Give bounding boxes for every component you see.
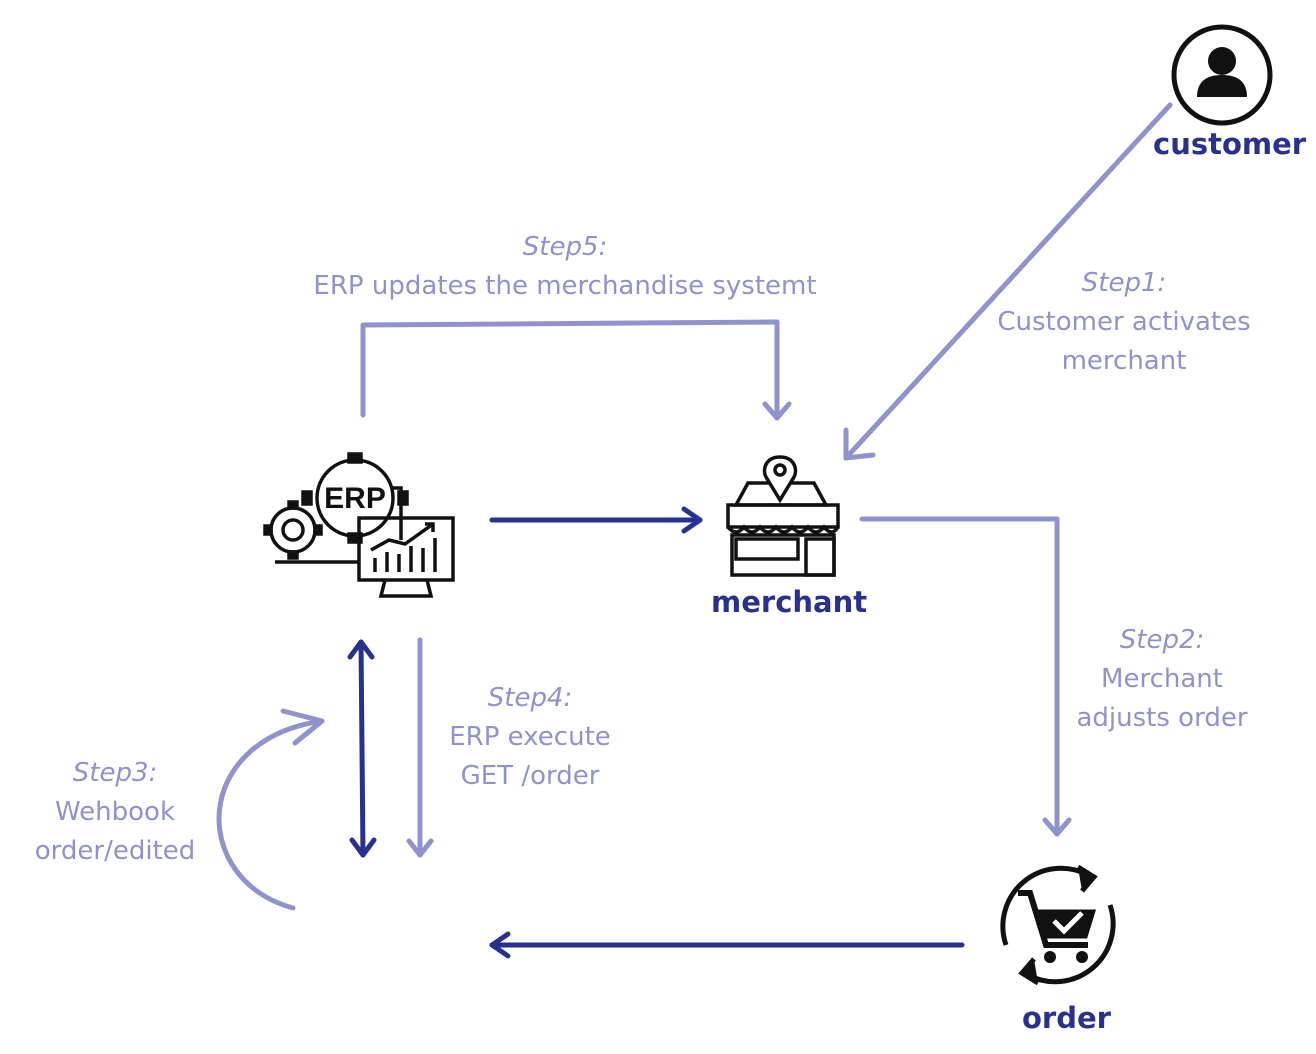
store-icon [726,455,840,577]
arrow-webhook-curve [216,708,325,911]
svg-text:ERP: ERP [324,482,386,515]
erp-gears-monitor-icon: ERP [263,452,455,598]
arrow-erp-to-merchant [489,506,703,534]
step5-desc: ERP updates the merchandise systemt [313,271,817,301]
step4-line2: GET /order [460,761,600,791]
step2-line1: Merchant [1101,664,1223,694]
step4-label: Step4: ERP execute GET /order [430,679,630,796]
step4-line1: ERP execute [449,722,611,752]
step2-label: Step2: Merchant adjusts order [1062,621,1262,738]
step3-line1: Wehbook [54,797,176,827]
arrow-erp-to-merchant-top [360,319,792,421]
step1-line1: Customer activates [997,307,1251,337]
user-icon [1171,24,1273,126]
arrow-merchant-to-order [859,516,1072,837]
step5-label: Step5: ERP updates the merchandise syste… [300,228,830,306]
step2-line2: adjusts order [1076,703,1248,733]
step3-title: Step3: [72,758,158,788]
arrow-erp-order-bidirectional [347,639,377,858]
step1-label: Step1: Customer activates merchant [984,264,1264,381]
arrow-customer-to-merchant [843,102,1173,461]
step1-line2: merchant [1061,346,1187,376]
step3-label: Step3: Wehbook order/edited [20,754,210,871]
cart-check-icon [1000,864,1116,986]
step3-line2: order/edited [34,836,196,866]
arrow-get-order [406,637,434,858]
step2-title: Step2: [1119,625,1205,655]
merchant-label: merchant [711,585,868,619]
step5-title: Step5: [522,232,608,262]
step1-title: Step1: [1081,268,1167,298]
customer-label: customer [1153,127,1307,161]
order-label: order [1022,1001,1111,1035]
step4-title: Step4: [487,683,573,713]
arrow-order-to-erp [489,931,965,959]
